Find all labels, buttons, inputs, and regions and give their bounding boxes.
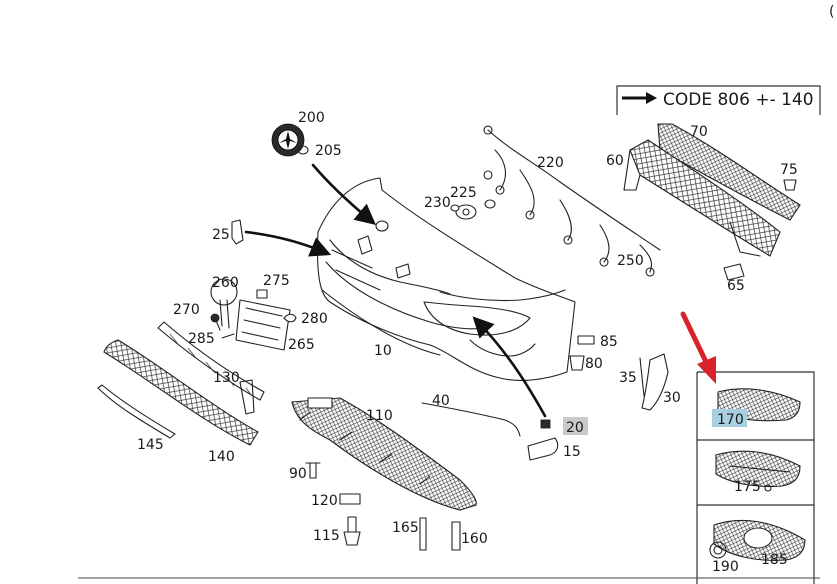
label-15: 15 — [563, 444, 581, 460]
label-90: 90 — [289, 466, 307, 482]
corner-mark: ( — [829, 4, 834, 20]
seal-strip — [421, 402, 521, 437]
label-275: 275 — [263, 273, 290, 289]
label-170: 170 — [717, 412, 744, 428]
label-115: 115 — [313, 528, 340, 544]
label-140: 140 — [208, 449, 235, 465]
label-270: 270 — [173, 302, 200, 318]
label-110: 110 — [366, 408, 393, 424]
label-130: 130 — [213, 370, 240, 386]
label-145: 145 — [137, 437, 164, 453]
label-25: 25 — [212, 227, 230, 243]
label-65: 65 — [727, 278, 745, 294]
trim-strip — [97, 384, 176, 439]
label-175: 175 — [734, 479, 761, 495]
license-plate-bracket — [210, 278, 297, 351]
star-emblem — [271, 123, 309, 157]
parts-85-80 — [569, 335, 595, 371]
code-note: CODE 806 +- 140 — [616, 85, 821, 115]
arrow-right-icon — [622, 92, 657, 104]
underbody-panel — [291, 397, 477, 511]
wiring-harness — [483, 125, 661, 277]
label-260: 260 — [212, 275, 239, 291]
label-230: 230 — [424, 195, 451, 211]
label-200: 200 — [298, 110, 325, 126]
label-120: 120 — [311, 493, 338, 509]
label-220: 220 — [537, 155, 564, 171]
label-170-highlight — [712, 409, 747, 427]
label-205: 205 — [315, 143, 342, 159]
bumper-cover — [317, 177, 576, 381]
label-70: 70 — [690, 124, 708, 140]
label-160: 160 — [461, 531, 488, 547]
label-250: 250 — [617, 253, 644, 269]
label-30: 30 — [663, 390, 681, 406]
label-60: 60 — [606, 153, 624, 169]
fog-grille-185 — [709, 519, 806, 561]
label-40: 40 — [432, 393, 450, 409]
label-20-highlight — [563, 417, 588, 435]
part-labels: 200 205 220 225 230 25 260 275 270 280 2… — [137, 110, 798, 575]
label-75: 75 — [780, 162, 798, 178]
bracket-25 — [231, 219, 244, 245]
parking-sensor — [450, 199, 496, 220]
fog-grille-175 — [715, 450, 801, 492]
screw-75 — [783, 179, 797, 191]
impact-absorber — [623, 123, 801, 257]
label-165: 165 — [392, 520, 419, 536]
label-265: 265 — [288, 337, 315, 353]
fasteners-bottom — [305, 462, 461, 551]
label-190: 190 — [712, 559, 739, 575]
label-10: 10 — [374, 343, 392, 359]
label-20: 20 — [566, 420, 584, 436]
pointer-arrow-icon — [680, 311, 716, 384]
label-225: 225 — [450, 185, 477, 201]
label-280: 280 — [301, 311, 328, 327]
clip-20 — [540, 419, 551, 429]
label-285: 285 — [188, 331, 215, 347]
label-85: 85 — [600, 334, 618, 350]
tow-hook-cover — [527, 437, 559, 461]
variant-frame — [696, 371, 815, 584]
label-35: 35 — [619, 370, 637, 386]
label-185: 185 — [761, 552, 788, 568]
side-bracket — [639, 353, 669, 411]
code-note-text: CODE 806 +- 140 — [663, 90, 814, 110]
chrome-strip — [157, 321, 265, 415]
cap-65 — [723, 263, 745, 281]
lower-grille — [103, 339, 259, 446]
label-80: 80 — [585, 356, 603, 372]
